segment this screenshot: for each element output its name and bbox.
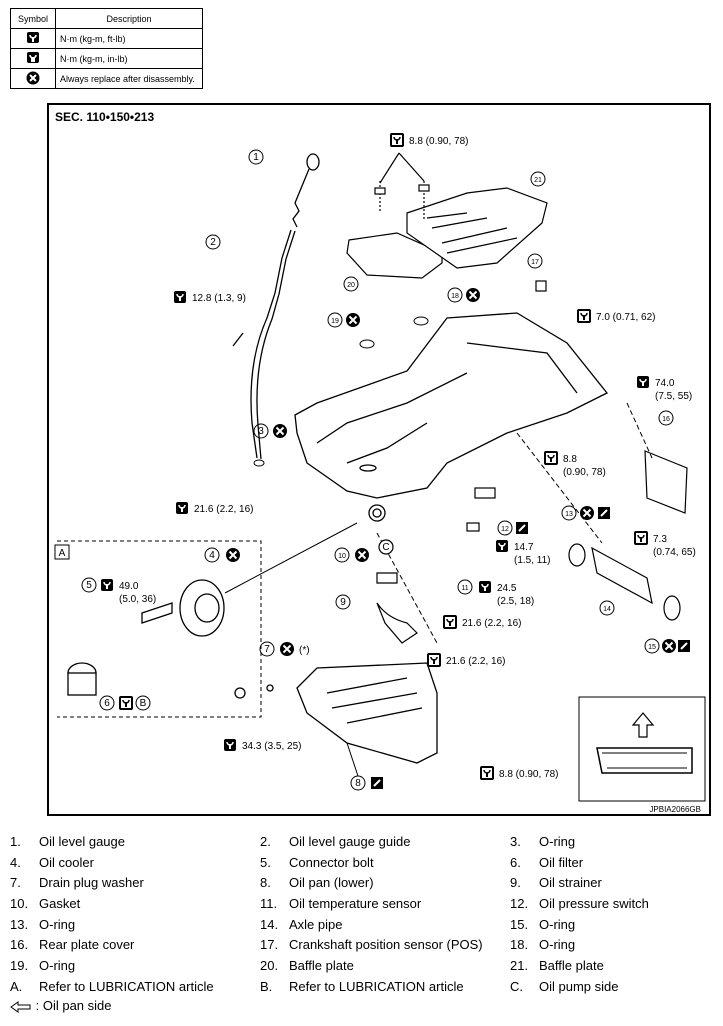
legend-row-2: N·m (kg-m, in-lb) <box>55 48 203 69</box>
torque-pan: 8.8 (0.90, 78) <box>499 769 558 780</box>
list-item: 1.Oil level gauge 2.Oil level gauge guid… <box>10 834 576 849</box>
callout-15: 15 <box>648 644 656 651</box>
callout-2: 2 <box>210 237 216 248</box>
callout-16: 16 <box>662 416 670 423</box>
callout-9: 9 <box>340 597 346 608</box>
callout-12: 12 <box>501 526 509 533</box>
ref-b-label: B <box>140 698 147 709</box>
torque-gauge-guide: 12.8 (1.3, 9) <box>192 293 246 304</box>
always-replace-icon <box>10 68 56 89</box>
list-item: 10.Gasket 11.Oil temperature sensor 12.O… <box>10 896 649 912</box>
symbol-legend-table: Symbol Description N·m (kg-m, ft-lb) N·m… <box>10 8 203 89</box>
torque-connector: 49.0 <box>119 581 139 592</box>
torque-temp-sensor: 24.5 <box>497 583 517 594</box>
legend-row-3: Always replace after disassembly. <box>55 68 203 89</box>
callout-19: 19 <box>331 318 339 325</box>
callout-3: 3 <box>258 426 264 437</box>
diagram-code: JPBIA2066GB <box>649 805 701 814</box>
pump-side-label: C <box>382 542 389 553</box>
callout-11: 11 <box>461 585 468 592</box>
callout-8: 8 <box>355 778 361 789</box>
list-item: 4.Oil cooler 5.Connector bolt 6.Oil filt… <box>10 854 584 870</box>
torque-switch-sub: (1.5, 11) <box>514 555 551 566</box>
torque-left-bolt: 21.6 (2.2, 16) <box>194 504 253 515</box>
legend-header-description: Description <box>55 8 203 29</box>
list-item: 19.O-ring 20.Baffle plate 21.Baffle plat… <box>10 958 604 974</box>
callout-7: 7 <box>264 644 270 655</box>
drain-note-star: (*) <box>299 645 310 656</box>
torque-mid-right-sub: (0.90, 78) <box>563 467 606 478</box>
callout-1: 1 <box>253 152 259 163</box>
callout-13: 13 <box>565 511 573 518</box>
callout-21: 21 <box>534 177 542 184</box>
torque-wrench-icon <box>10 28 56 49</box>
parts-list: 1.Oil level gauge 2.Oil level gauge guid… <box>10 834 710 1000</box>
torque-strainer: 21.6 (2.2, 16) <box>462 618 521 629</box>
torque-upper-right: 74.0 <box>655 378 675 389</box>
torque-temp-sensor-sub: (2.5, 18) <box>497 596 534 607</box>
group-a-label: A <box>59 548 66 559</box>
list-item: 16.Rear plate cover 17.Crankshaft positi… <box>10 937 576 953</box>
callout-17: 17 <box>531 259 539 266</box>
callout-10: 10 <box>338 553 346 560</box>
torque-lower-bolt: 21.6 (2.2, 16) <box>446 656 505 667</box>
torque-connector-sub: (5.0, 36) <box>119 594 156 605</box>
torque-switch: 14.7 <box>514 542 534 553</box>
section-label: SEC. 110•150•213 <box>55 110 155 124</box>
diagram-frame <box>47 103 711 816</box>
arrow-left-icon <box>10 1000 31 1013</box>
torque-upper-right-sub: (7.5, 55) <box>655 391 692 402</box>
oil-pan-exploded-diagram: 1 2 3 4 5 6 7 8 9 10 11 12 13 14 15 16 1… <box>54 133 706 802</box>
callout-4: 4 <box>209 550 215 561</box>
torque-mid-right: 8.8 <box>563 454 577 465</box>
legend-header-symbol: Symbol <box>10 8 56 29</box>
torque-wrench-inlb-icon <box>10 48 56 69</box>
list-item: 7.Drain plug washer 8.Oil pan (lower) 9.… <box>10 875 602 891</box>
list-item: A.Refer to LUBRICATION article B.Refer t… <box>10 978 619 994</box>
callout-6: 6 <box>104 698 110 709</box>
oil-pan-side-note: : Oil pan side <box>10 998 112 1013</box>
torque-plate-cover: 7.3 <box>653 534 667 545</box>
torque-pos-sensor: 7.0 (0.71, 62) <box>596 312 655 323</box>
legend-row-1: N·m (kg-m, ft-lb) <box>55 28 203 49</box>
callout-14: 14 <box>603 606 611 613</box>
callout-5: 5 <box>86 580 92 591</box>
torque-plate-cover-sub: (0.74, 65) <box>653 547 696 558</box>
callout-20: 20 <box>347 282 355 289</box>
list-item: 13.O-ring 14.Axle pipe 15.O-ring <box>10 916 576 932</box>
torque-baffle: 8.8 (0.90, 78) <box>409 136 468 147</box>
torque-drain: 34.3 (3.5, 25) <box>242 741 301 752</box>
callout-18: 18 <box>451 293 459 300</box>
